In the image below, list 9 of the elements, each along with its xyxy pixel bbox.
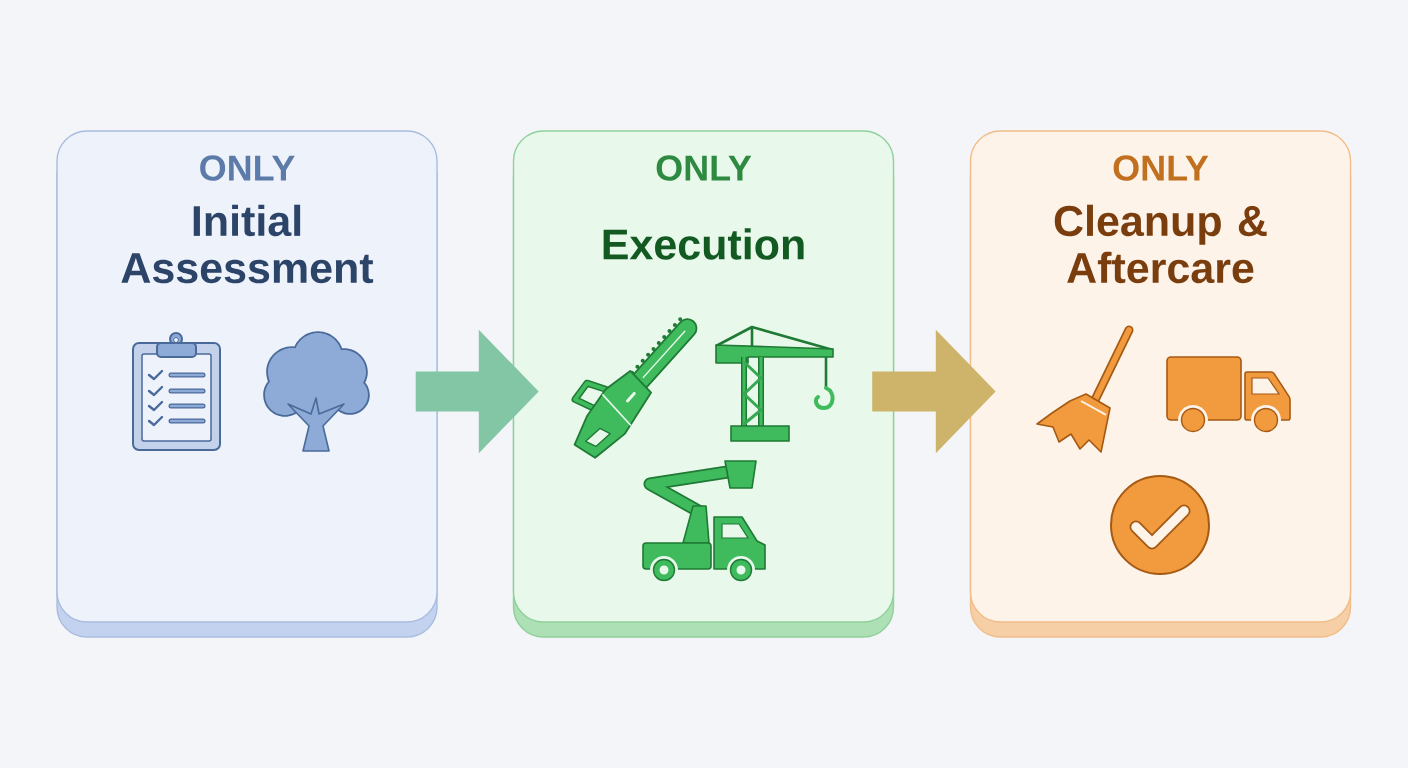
step-title: Execution (603, 228, 804, 260)
step-card (56, 130, 438, 638)
step-label: ONLY (200, 155, 295, 181)
step-card (969, 130, 1352, 638)
step-label: ONLY (1113, 155, 1209, 181)
step-title: Cleanup & Aftercare (1054, 204, 1267, 284)
step-card (512, 130, 895, 638)
step-label: ONLY (656, 155, 752, 181)
step-title: Initial Assessment (121, 204, 374, 284)
